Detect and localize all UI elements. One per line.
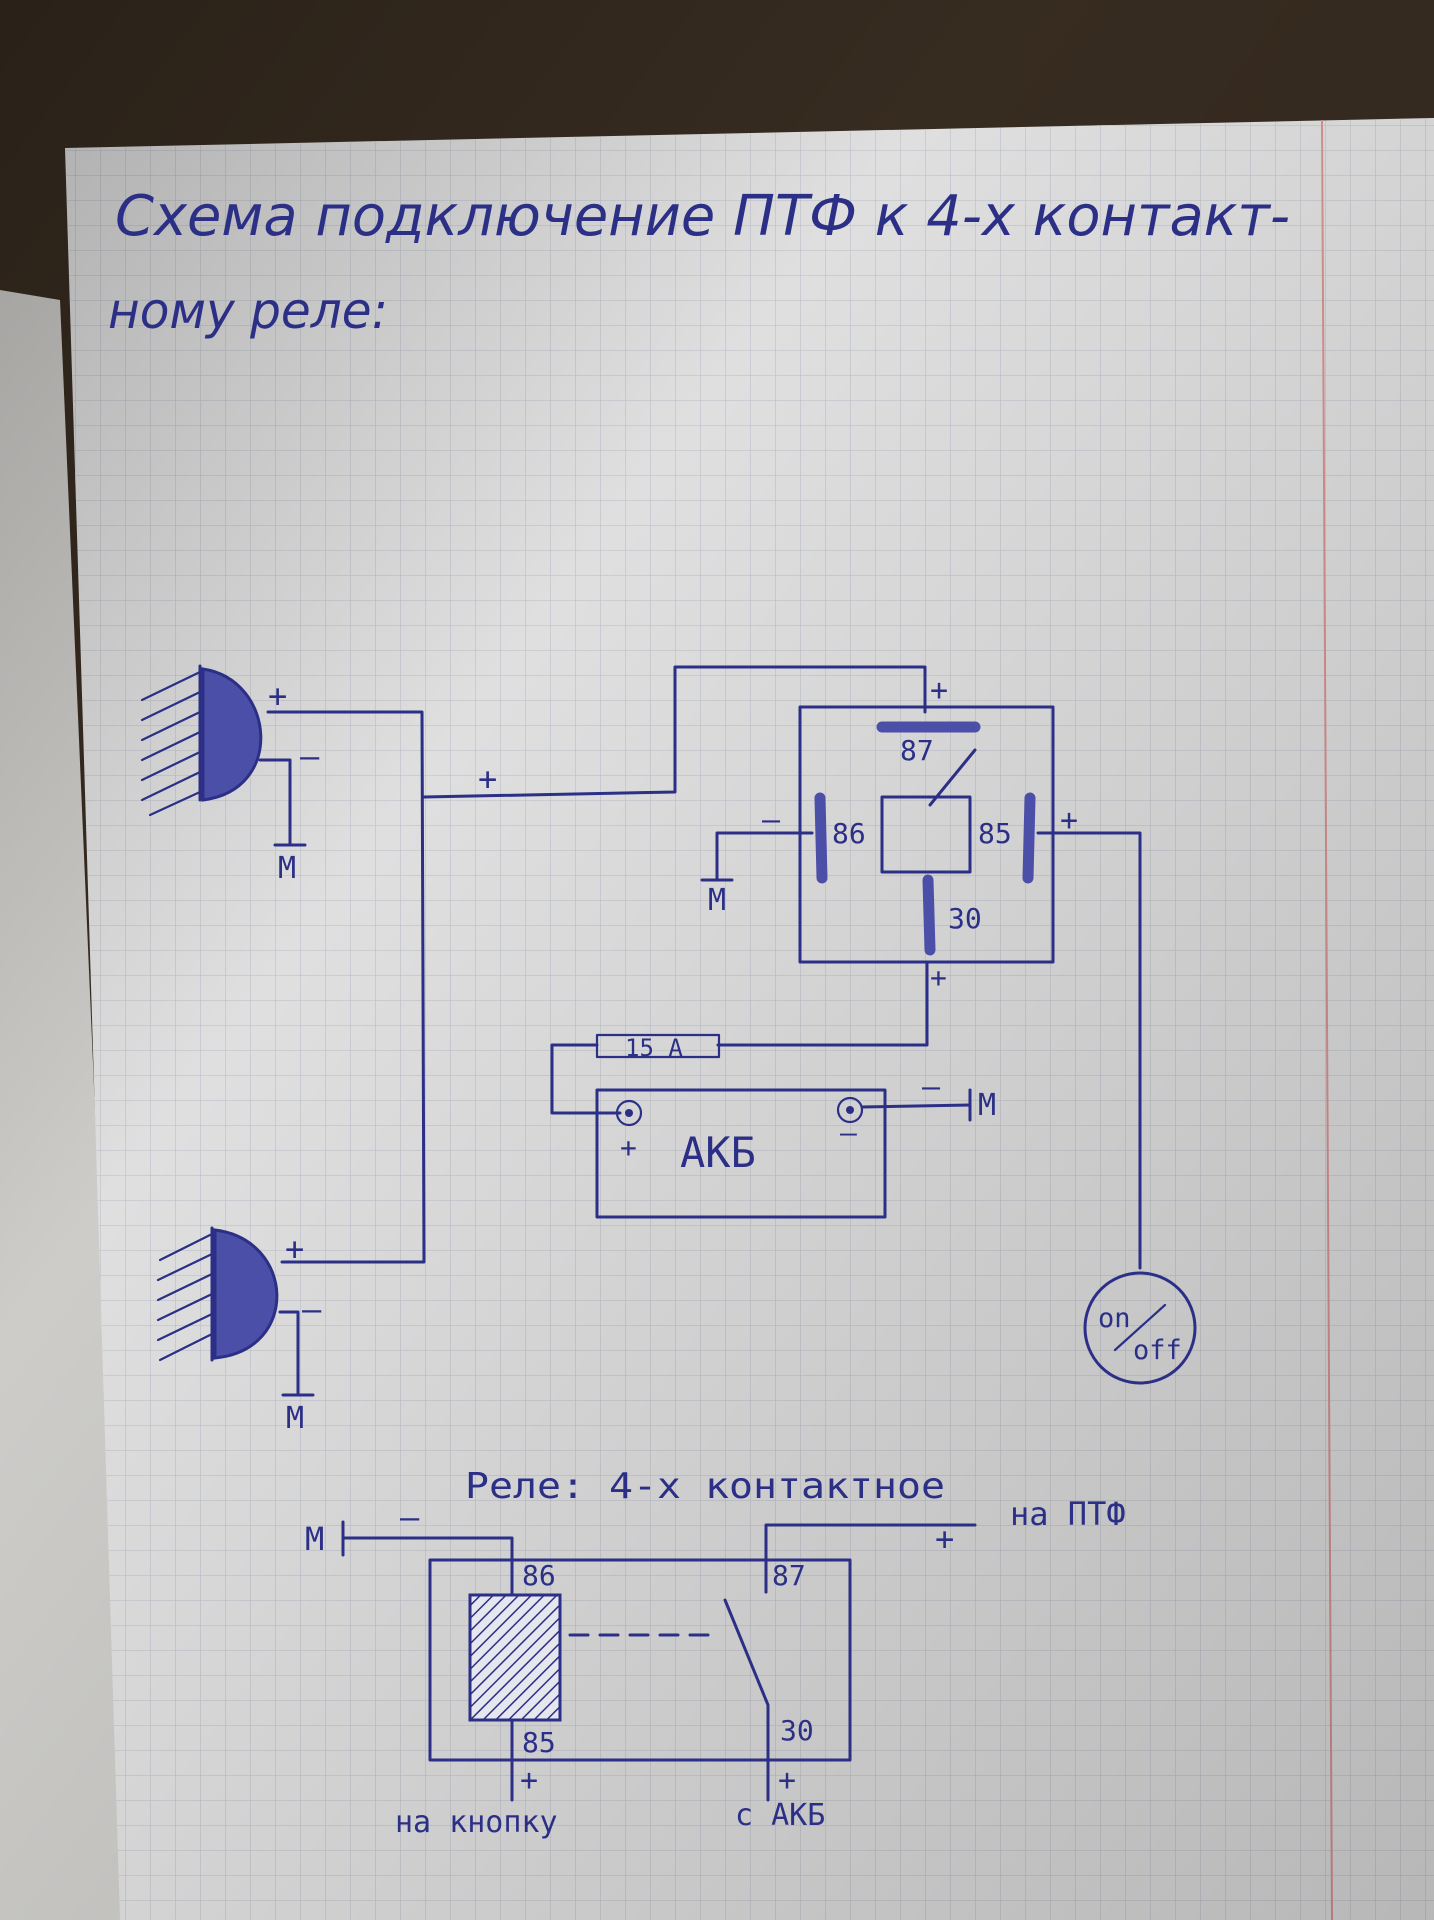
- legend-pin-87-label: 87: [772, 1559, 806, 1592]
- legend-pin-85-label: 85: [522, 1726, 556, 1759]
- legend-plus-top-label: +: [935, 1520, 954, 1558]
- battery-ground-label: М: [978, 1088, 996, 1123]
- lamp-bottom-minus-label: –: [302, 1290, 322, 1328]
- on-off-switch: [1083, 1271, 1197, 1385]
- relay-pin-30-label: 30: [948, 902, 982, 935]
- relay-30-battery-wire: [550, 960, 929, 1115]
- legend-plus-30-label: +: [778, 1763, 796, 1798]
- battery-minus-wire-sign: –: [922, 1070, 941, 1105]
- legend-pin-30-label: 30: [780, 1714, 814, 1747]
- fuse-label: 15 А: [625, 1034, 683, 1062]
- lamp-bottom-ground-label: М: [286, 1401, 304, 1436]
- relay-switch-contact: [928, 748, 977, 807]
- feed-wire-plus-label: +: [478, 760, 497, 798]
- legend-to-fog-lights-label: на ПТФ: [1010, 1495, 1126, 1533]
- relay-pin-30-sign: +: [930, 961, 947, 994]
- battery-minus-terminal: [836, 1096, 864, 1124]
- legend-relay-body: [428, 1558, 852, 1762]
- legend-ground-label: М: [305, 1520, 324, 1558]
- relay-85-switch-wire: [1036, 831, 1142, 1270]
- diagram-title-line-2: ному реле:: [108, 282, 388, 340]
- relay-pin-87-label: 87: [900, 734, 934, 767]
- battery-minus-label: –: [840, 1116, 857, 1149]
- lamp-plus-bus-wire: [266, 710, 426, 1264]
- lamp-bottom-ground-wire: [278, 1310, 300, 1397]
- relay-pin-30-blade: [922, 874, 936, 956]
- on-off-switch-off-label: off: [1133, 1335, 1182, 1366]
- on-off-switch-divider: [1113, 1303, 1167, 1352]
- legend-relay-coil: [468, 1593, 562, 1722]
- lamp-top-minus-label: –: [300, 737, 320, 775]
- on-off-switch-on-label: on: [1098, 1303, 1131, 1334]
- relay-pin-85-blade: [1022, 792, 1036, 884]
- relay-86-ground-wire: [715, 831, 814, 882]
- battery-ground-wire: [860, 1103, 972, 1109]
- relay-pin-87-sign: +: [930, 673, 948, 708]
- battery-body: [595, 1088, 887, 1219]
- lamp-top-plus-label: +: [268, 677, 287, 715]
- legend-relay-switch: [723, 1598, 770, 1762]
- relay-pin-86-label: 86: [832, 817, 866, 850]
- battery-plus-terminal: [615, 1099, 643, 1127]
- fog-lamp-bottom: [156, 1226, 279, 1362]
- legend-plus-85-label: +: [520, 1763, 538, 1798]
- lamp-top-ground-label: М: [278, 851, 296, 886]
- battery-label: АКБ: [680, 1128, 756, 1177]
- relay-86-ground-label: М: [708, 883, 726, 918]
- legend-to-button-label: на кнопку: [395, 1805, 558, 1840]
- lamp-bottom-plus-label: +: [285, 1230, 304, 1268]
- legend-minus-label: –: [400, 1498, 420, 1536]
- battery-plus-label: +: [620, 1131, 637, 1164]
- relay-coil-box: [880, 795, 972, 874]
- relay-pin-86-blade: [814, 792, 828, 884]
- fog-lamp-top: [140, 664, 263, 817]
- diagram-title-line-1: Схема подключение ПТФ к 4-х контакт-: [115, 184, 1290, 249]
- legend-pin-86-label: 86: [522, 1559, 556, 1592]
- legend-from-battery-label: с АКБ: [735, 1798, 825, 1833]
- relay-87-feed-wire: [422, 665, 927, 799]
- relay-pin-85-label: 85: [978, 817, 1012, 850]
- fuse: [595, 1033, 721, 1059]
- relay-pin-86-sign: –: [762, 803, 781, 838]
- relay-legend-heading: Реле: 4-х контактное: [465, 1466, 945, 1507]
- lamp-top-ground-wire: [258, 758, 292, 847]
- relay-pin-85-sign: +: [1060, 803, 1078, 838]
